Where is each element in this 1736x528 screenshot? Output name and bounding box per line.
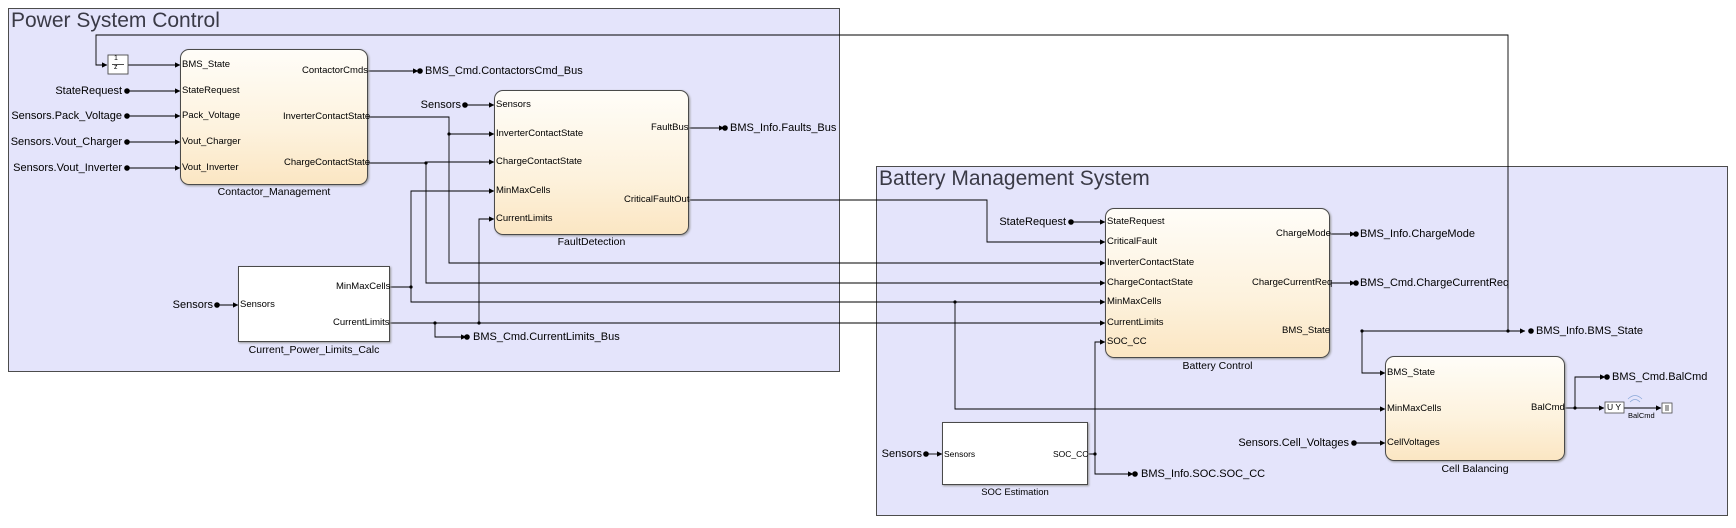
block-name: Current_Power_Limits_Calc [248,344,380,356]
block-fault-detection[interactable] [494,90,689,235]
port-soc-cc: SOC_CC [1053,449,1089,459]
port-sensors: Sensors [944,449,976,459]
wire-minmaxcells [390,286,1106,305]
port-vout-charger: Vout_Charger [182,136,241,147]
block-current-power-limits-calc[interactable] [238,266,390,342]
block-name: FaultDetection [557,236,626,248]
port-bal-cmd: BalCmd [1531,402,1565,413]
delay-denominator: z [114,64,118,71]
signal-sensors: Sensors [420,99,461,111]
block-name: SOC Estimation [981,487,1049,498]
signal-state-request: StateRequest [999,216,1066,228]
block-name: Battery Control [1182,360,1253,372]
area-title: Power System Control [11,9,220,32]
port-charge-mode: ChargeMode [1276,228,1331,239]
signal-soc-cc: BMS_Info.SOC.SOC_CC [1141,468,1266,480]
port-charge-contact-state: ChargeContactState [1107,277,1194,288]
signal-state-request: StateRequest [55,85,122,97]
signal-currentlimits-bus: BMS_Cmd.CurrentLimits_Bus [473,331,620,343]
port-state-request: StateRequest [182,85,240,96]
port-minmaxcells: MinMaxCells [1387,403,1442,414]
signal-sensors: Sensors [172,299,213,311]
block-battery-control[interactable] [1105,208,1330,358]
port-critical-fault-out: CriticalFaultOut [624,194,690,205]
uy-label: U Y [1607,402,1622,412]
port-current-limits: CurrentLimits [1107,317,1164,328]
port-state-request: StateRequest [1107,216,1165,227]
signal-bal-cmd: BMS_Cmd.BalCmd [1612,371,1708,383]
port-charge-current-req: ChargeCurrentReq [1252,277,1333,288]
port-bms-state: BMS_State [1387,367,1436,378]
block-soc-estimation[interactable] [942,422,1088,485]
port-current-limits: CurrentLimits [333,317,390,328]
port-inverter-contact-state: InverterContactState [496,128,584,139]
port-contactor-cmds: ContactorCmds [302,65,368,76]
signal-charge-current-req: BMS_Cmd.ChargeCurrentReq [1360,277,1510,289]
port-minmaxcells: MinMaxCells [496,185,551,196]
delay-numerator: 1 [114,55,118,62]
port-charge-contact-state: ChargeContactState [496,156,583,167]
signal-bms-state: BMS_Info.BMS_State [1536,325,1643,337]
port-pack-voltage: Pack_Voltage [182,110,241,121]
port-sensors: Sensors [240,299,275,310]
unit-delay-block [107,54,129,75]
port-critical-fault: CriticalFault [1107,236,1158,247]
port-bms-state: BMS_State [1282,325,1331,336]
block-cell-balancing[interactable] [1385,356,1565,461]
signal-vout-inverter: Sensors.Vout_Inverter [13,162,122,174]
block-contactor-management[interactable] [180,49,368,185]
signal-contactors-bus: BMS_Cmd.ContactorsCmd_Bus [425,65,583,77]
port-inverter-contact-state: InverterContactState [1107,257,1195,268]
uy-block [1604,401,1625,414]
port-inverter-contact-state: InverterContactState [283,111,371,122]
signal-charge-mode: BMS_Info.ChargeMode [1360,228,1475,240]
signal-faults-bus: BMS_Info.Faults_Bus [730,122,837,134]
signal-vout-charger: Sensors.Vout_Charger [10,136,122,148]
block-name: Cell Balancing [1441,463,1509,475]
wire-bms-state-feedback [95,34,1509,332]
port-soc-cc: SOC_CC [1107,336,1147,347]
signal-balcmd-scope: BalCmd [1628,411,1655,420]
terminator-block [1661,402,1673,414]
area-title: Battery Management System [879,167,1150,190]
wire-charge-contact-state [368,162,1106,286]
port-fault-bus: FaultBus [651,122,689,133]
signal-sensors: Sensors [881,448,922,460]
wire-critical-fault [689,199,1106,245]
port-sensors: Sensors [496,99,531,110]
port-cell-voltages: CellVoltages [1387,437,1440,448]
area-power-system-control: Power System Control [8,8,840,372]
port-vout-inverter: Vout_Inverter [182,162,239,173]
port-charge-contact-state: ChargeContactState [284,157,371,168]
wireless-icon [1627,395,1643,403]
wire-soc-cc [1088,339,1106,455]
signal-pack-voltage: Sensors.Pack_Voltage [11,110,122,122]
block-name: Contactor_Management [217,186,331,198]
wire-inverter-contact-state [368,116,1106,266]
port-bms-state: BMS_State [182,59,231,70]
port-current-limits: CurrentLimits [496,213,553,224]
signal-cell-voltages: Sensors.Cell_Voltages [1238,437,1349,449]
port-minmaxcells: MinMaxCells [336,281,391,292]
port-minmaxcells: MinMaxCells [1107,296,1162,307]
